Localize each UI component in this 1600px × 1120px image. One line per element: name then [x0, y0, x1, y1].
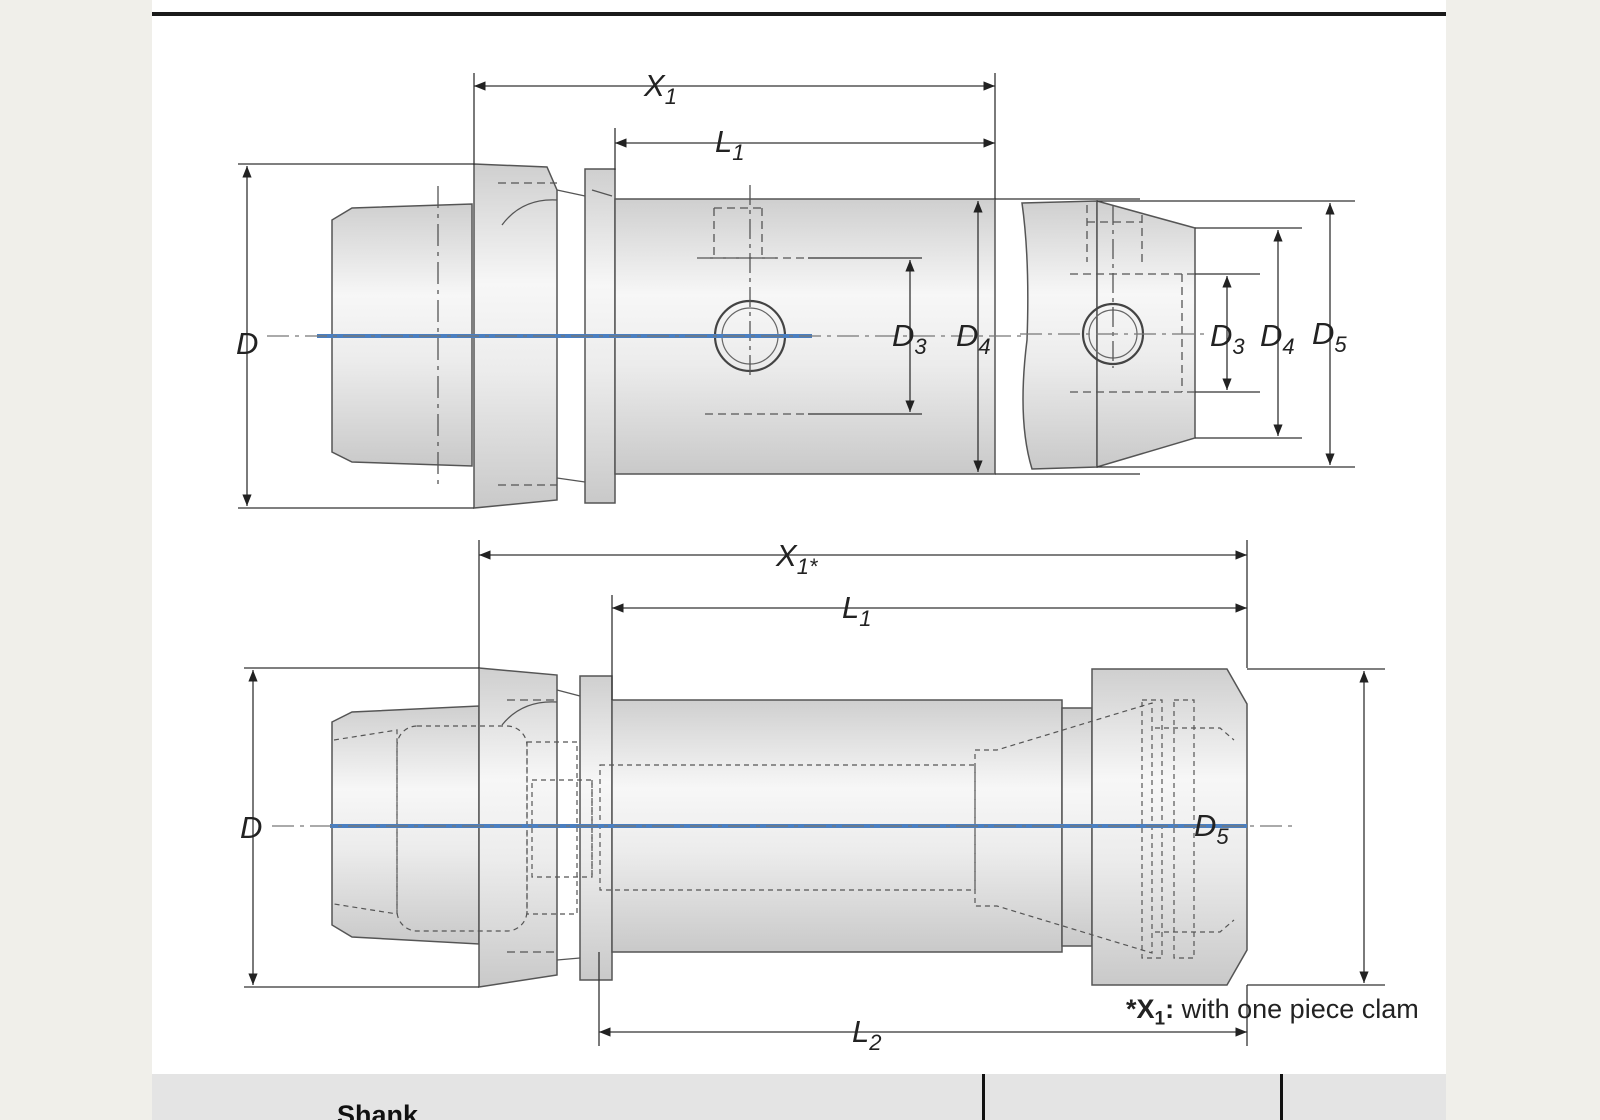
top-d4-label: D4 — [956, 318, 991, 359]
side-dimension-lines — [1097, 200, 1355, 468]
side-d4-label: D4 — [1260, 318, 1295, 359]
side-detail-body — [1021, 200, 1196, 470]
top-d-label: D — [236, 326, 258, 361]
shank-column-header: Shank — [337, 1100, 419, 1120]
bottom-d5-label: D5 — [1194, 808, 1229, 849]
top-dimension-labels: X1 L1 D D3 D4 — [236, 68, 991, 361]
side-d3-label: D3 — [1210, 318, 1245, 359]
technical-drawing: X1 L1 D D3 D4 — [236, 68, 1385, 1055]
top-d3-label: D3 — [892, 318, 927, 359]
table-header-row: Shank — [152, 1074, 1446, 1120]
side-detail-lines — [1020, 205, 1207, 393]
drawing-sheet: X1 L1 D D3 D4 — [152, 0, 1446, 1120]
table-column-divider — [982, 1074, 985, 1120]
top-dimension-lines — [238, 73, 1140, 509]
side-d5-label: D5 — [1312, 316, 1347, 357]
top-l1-label: L1 — [715, 124, 745, 165]
bottom-dimension-labels: X1* L1 L2 D D5 — [240, 538, 1229, 1055]
bottom-edge-lines — [501, 689, 581, 961]
top-holder-details — [437, 182, 807, 486]
bottom-l2-label: L2 — [852, 1014, 882, 1055]
table-column-divider — [1280, 1074, 1283, 1120]
bottom-d-label: D — [240, 810, 262, 845]
bottom-dimension-lines — [244, 540, 1385, 1046]
side-dimension-labels: D3 D4 D5 — [1210, 316, 1347, 359]
bottom-l1-label: L1 — [842, 590, 872, 631]
top-rule — [152, 12, 1446, 16]
bottom-x1-label: X1* — [775, 538, 819, 579]
top-x1-label: X1 — [643, 68, 677, 109]
footnote: *X1: with one piece clam — [1126, 994, 1419, 1030]
